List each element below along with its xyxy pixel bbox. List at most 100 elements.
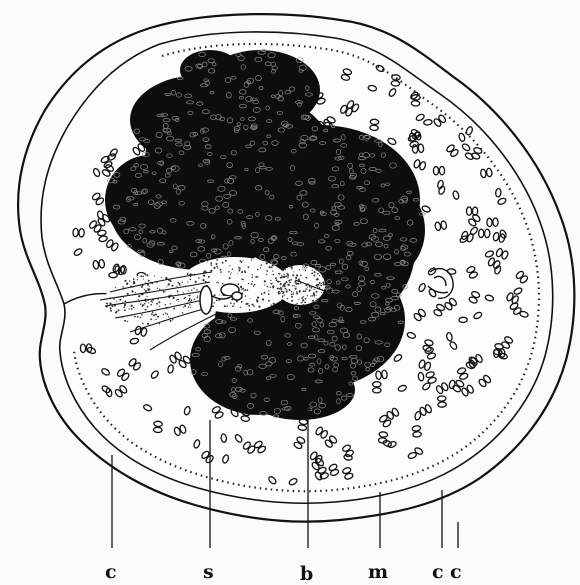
stipple-dot bbox=[239, 268, 241, 270]
stipple-dot bbox=[135, 292, 136, 293]
stipple-dot bbox=[253, 286, 254, 287]
stipple-dot bbox=[246, 289, 248, 291]
stipple-dot bbox=[290, 279, 292, 281]
stipple-dot bbox=[298, 299, 299, 300]
stipple-dot bbox=[319, 282, 321, 284]
stipple-dot bbox=[119, 299, 121, 301]
stipple-dot bbox=[147, 296, 148, 297]
stipple-dot bbox=[145, 309, 147, 311]
stipple-dot bbox=[287, 277, 288, 278]
label-m: m bbox=[368, 561, 388, 583]
stipple-dot bbox=[286, 281, 288, 283]
stipple-dot bbox=[190, 279, 192, 281]
stipple-dot bbox=[293, 285, 294, 286]
stipple-dot bbox=[321, 292, 322, 293]
stipple-dot bbox=[190, 276, 191, 277]
stipple-dot bbox=[303, 290, 305, 292]
stipple-dot bbox=[313, 293, 314, 294]
stipple-dot bbox=[252, 274, 253, 275]
stipple-dot bbox=[216, 282, 217, 283]
stipple-dot bbox=[316, 295, 317, 296]
stipple-dot bbox=[283, 291, 285, 293]
stipple-dot bbox=[220, 269, 222, 271]
stipple-dot bbox=[176, 286, 177, 287]
stipple-dot bbox=[231, 272, 232, 273]
stipple-dot bbox=[155, 314, 157, 316]
stipple-dot bbox=[176, 300, 177, 301]
stipple-dot bbox=[216, 263, 218, 265]
stipple-dot bbox=[275, 277, 277, 279]
stipple-dot bbox=[185, 297, 186, 298]
stipple-dot bbox=[218, 282, 219, 283]
stipple-dot bbox=[257, 297, 259, 299]
stipple-dot bbox=[272, 264, 274, 266]
stipple-dot bbox=[266, 262, 268, 264]
stipple-dot bbox=[303, 296, 304, 297]
stipple-dot bbox=[110, 307, 112, 309]
stipple-dot bbox=[133, 281, 135, 283]
stipple-dot bbox=[137, 277, 138, 278]
stipple-dot bbox=[178, 301, 179, 302]
stipple-dot bbox=[142, 306, 143, 307]
stipple-dot bbox=[163, 314, 164, 315]
stipple-dot bbox=[264, 292, 266, 294]
stipple-dot bbox=[115, 287, 116, 288]
stipple-dot bbox=[237, 283, 239, 285]
stipple-dot bbox=[110, 310, 112, 312]
stipple-dot bbox=[295, 281, 297, 283]
stipple-dot bbox=[211, 264, 213, 266]
stipple-dot bbox=[225, 260, 227, 262]
stipple-dot bbox=[178, 294, 179, 295]
stipple-dot bbox=[292, 293, 294, 295]
stipple-dot bbox=[314, 271, 316, 273]
stipple-dot bbox=[279, 273, 280, 274]
stipple-dot bbox=[306, 267, 307, 268]
stipple-dot bbox=[295, 277, 297, 279]
stipple-dot bbox=[322, 282, 324, 284]
stipple-dot bbox=[151, 313, 153, 315]
stipple-dot bbox=[303, 265, 304, 266]
stipple-dot bbox=[135, 316, 136, 317]
stipple-dot bbox=[296, 274, 298, 276]
stipple-dot bbox=[305, 277, 307, 279]
stipple-dot bbox=[317, 286, 318, 287]
stipple-dot bbox=[289, 282, 291, 284]
stipple-dot bbox=[154, 276, 155, 277]
stipple-dot bbox=[195, 281, 197, 283]
stipple-dot bbox=[284, 274, 285, 275]
stipple-dot bbox=[131, 305, 133, 307]
stipple-dot bbox=[268, 290, 269, 291]
stipple-dot bbox=[197, 297, 199, 299]
stipple-dot bbox=[125, 301, 127, 303]
stipple-dot bbox=[316, 291, 318, 293]
stipple-dot bbox=[129, 308, 130, 309]
stipple-dot bbox=[297, 283, 299, 285]
stipple-dot bbox=[163, 291, 165, 293]
stipple-dot bbox=[262, 298, 264, 300]
stipple-dot bbox=[296, 291, 298, 293]
stipple-dot bbox=[287, 276, 288, 277]
stipple-dot bbox=[260, 267, 261, 268]
stipple-dot bbox=[156, 303, 158, 305]
stipple-dot bbox=[150, 304, 152, 306]
stipple-dot bbox=[124, 304, 126, 306]
stipple-dot bbox=[261, 293, 263, 295]
stipple-dot bbox=[141, 314, 143, 316]
stipple-dot bbox=[287, 274, 289, 276]
stipple-dot bbox=[190, 301, 191, 302]
stipple-dot bbox=[284, 295, 285, 296]
stipple-dot bbox=[141, 286, 143, 288]
stipple-dot bbox=[270, 283, 272, 285]
stipple-dot bbox=[309, 289, 311, 291]
stipple-dot bbox=[210, 262, 212, 264]
stipple-dot bbox=[115, 312, 117, 314]
stipple-dot bbox=[271, 267, 272, 268]
stipple-dot bbox=[286, 289, 287, 290]
stipple-dot bbox=[321, 285, 323, 287]
stipple-dot bbox=[124, 309, 126, 311]
stipple-dot bbox=[277, 288, 279, 290]
stipple-dot bbox=[183, 307, 184, 308]
stipple-dot bbox=[248, 305, 250, 307]
stipple-dot bbox=[299, 290, 301, 292]
stipple-dot bbox=[317, 273, 319, 275]
